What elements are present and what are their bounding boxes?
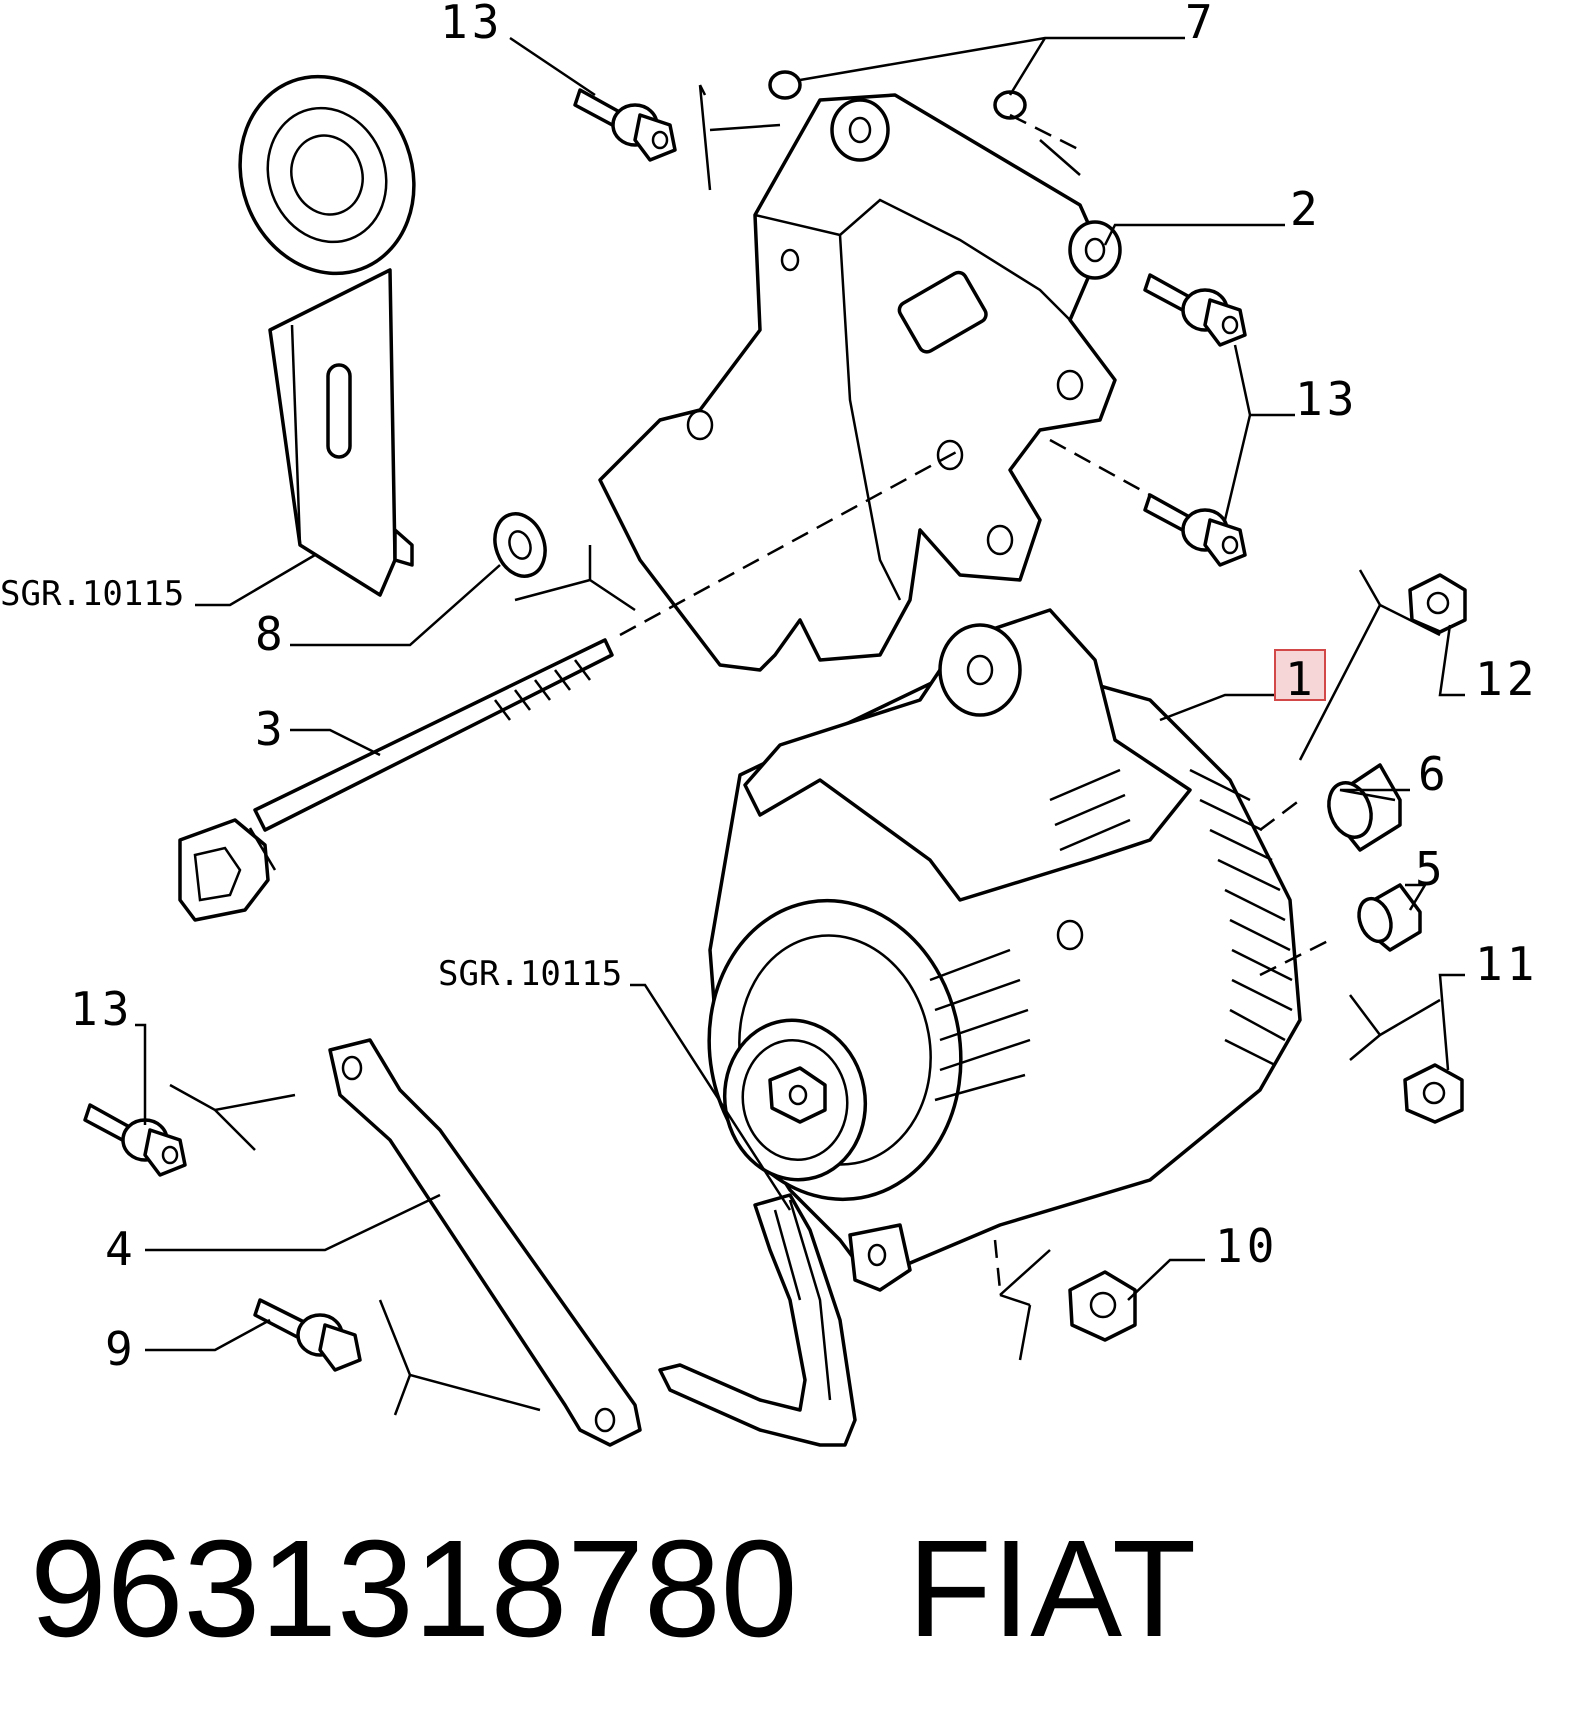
washer-part xyxy=(493,512,547,578)
callout-9[interactable]: 9 xyxy=(105,1322,137,1376)
bolt-13-left xyxy=(83,1103,187,1177)
brand-name: FIAT xyxy=(907,1512,1197,1666)
callout-12[interactable]: 12 xyxy=(1475,652,1538,706)
alternator-part xyxy=(707,608,1302,1292)
assembly-lines xyxy=(169,84,1441,1416)
bushing-6 xyxy=(1327,763,1402,852)
callout-6[interactable]: 6 xyxy=(1418,747,1450,801)
callout-1[interactable]: 1 xyxy=(1285,652,1317,706)
nut-10 xyxy=(1068,1270,1137,1342)
bolt-13-top xyxy=(573,88,677,162)
sleeve-7-left xyxy=(768,70,802,100)
bushing-5 xyxy=(1357,883,1422,952)
nut-11 xyxy=(1403,1063,1464,1124)
mounting-bracket-part xyxy=(598,93,1122,672)
callout-4[interactable]: 4 xyxy=(105,1222,137,1276)
part-number: 9631318780 xyxy=(30,1512,798,1666)
part-1-highlight-box xyxy=(1274,649,1326,701)
callout-2[interactable]: 2 xyxy=(1290,182,1322,236)
callout-7[interactable]: 7 xyxy=(1185,0,1217,49)
callout-11[interactable]: 11 xyxy=(1475,937,1538,991)
bolt-9 xyxy=(253,1298,362,1372)
drive-belt-part xyxy=(658,1193,857,1447)
callout-13-top[interactable]: 13 xyxy=(440,0,503,49)
reference-label-belt[interactable]: SGR.10115 xyxy=(438,954,622,994)
sleeve-7-right xyxy=(993,90,1027,120)
long-bolt-part xyxy=(178,638,614,922)
bolt-13-right-lower xyxy=(1143,493,1247,567)
callout-3[interactable]: 3 xyxy=(255,702,287,756)
bolt-13-right-upper xyxy=(1143,273,1247,347)
footer: 9631318780 FIAT xyxy=(30,1520,1196,1680)
callout-13-left[interactable]: 13 xyxy=(70,982,133,1036)
callout-5[interactable]: 5 xyxy=(1415,842,1447,896)
belt-tensioner-part xyxy=(238,74,416,597)
adjusting-arm-part xyxy=(328,1038,642,1447)
callout-10[interactable]: 10 xyxy=(1215,1219,1278,1273)
callout-13-right[interactable]: 13 xyxy=(1295,372,1358,426)
reference-label-tensioner[interactable]: SGR.10115 xyxy=(0,574,184,614)
callout-8[interactable]: 8 xyxy=(255,607,287,661)
